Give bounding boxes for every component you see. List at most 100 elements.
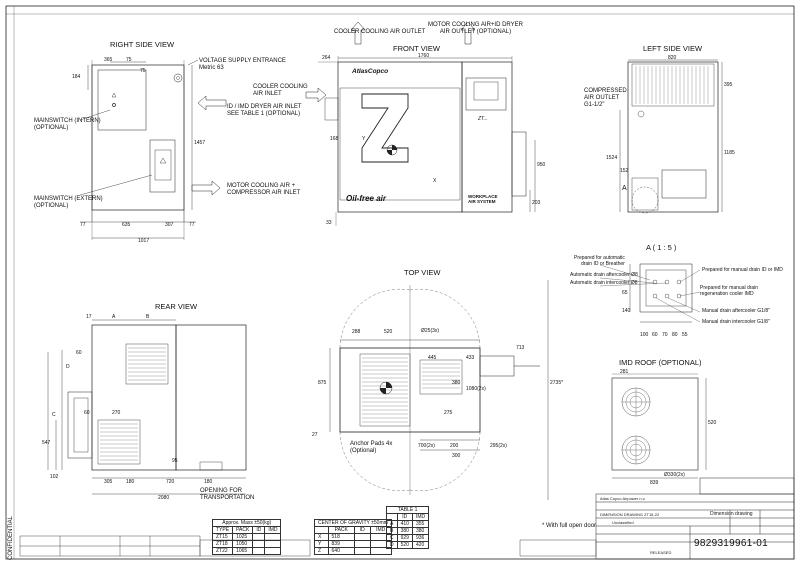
table-header [386,513,398,521]
table-cell: 1050 [232,540,254,548]
atlas-copco-logo: AtlasCopco [352,68,389,75]
table-cell [353,547,371,555]
table-cell [264,547,282,555]
release-status: RELEASED [650,550,672,555]
mass-table: Approx. Mass ±50(kg) TYPE PACK ID IMD ZT… [211,519,282,555]
model-badge: ZT... [478,116,488,122]
revision-strip [19,535,597,557]
cog-table-title: CENTER OF GRAVITY ±50mm [314,519,392,527]
table-cell: C [386,534,398,542]
detail-a-title: A ( 1 : 5 ) [646,243,677,252]
sheet-border [5,5,795,560]
dimension: 80 [672,332,678,338]
table-cell [252,540,266,548]
top-view-title: TOP VIEW [404,268,441,277]
dimension: X [433,178,437,184]
table-header [314,526,329,534]
dimension: 140 [622,308,631,314]
cooler-inlet-label: COOLER COOLING AIR INLET [253,84,308,97]
dimension: 520 [384,329,393,335]
dimension: 102 [50,474,59,480]
right-side-view-drawing [79,59,227,240]
right-side-view-title: RIGHT SIDE VIEW [110,40,175,49]
table-cell: 1065 [232,547,254,555]
table-cell: 518 [327,533,355,541]
dimension: 1457 [194,140,206,146]
dimension: 55 [682,332,688,338]
document-number: 9829319961-01 [694,538,768,549]
dimension: 180 [204,479,213,485]
left-side-view-drawing [619,59,723,214]
company-name: Atlas Copco Airpower n.v. [600,496,646,501]
dimension: 203 [532,200,541,206]
dimension: 275 [444,410,453,416]
table-row: ZT18 1050 [211,540,282,548]
table-cell [369,547,392,555]
dimension: 77 [80,222,86,228]
manual-drain-aftercooler-label: Manual drain aftercooler G1/8" [702,308,770,314]
opening-transport-label: OPENING FOR TRANSPORTATION [200,488,255,501]
document-title: Dimension drawing [710,511,753,517]
classification: Unclassified [612,520,634,525]
dimension: 365 [104,57,113,63]
table-cell: 410 [396,520,413,528]
id-imd-inlet-label: ID / IMD DRYER AIR INLET SEE TABLE 1 (OP… [227,104,302,117]
detail-a-marker: A [622,185,627,192]
dimension: D [66,364,70,370]
imd-roof-title: IMD ROOF (OPTIONAL) [619,358,702,367]
cooler-outlet-label: COOLER COOLING AIR OUTLET [334,29,426,35]
mainswitch-extern-label: MAINSWITCH (EXTERN) (OPTIONAL) [34,196,103,209]
dimension: 281 [620,369,629,375]
table-cell: 839 [327,540,355,548]
dimension: 1080(2x) [466,386,486,392]
dimension: 1185 [724,150,735,156]
dimension: 17 [86,314,92,320]
table-cell: 355 [411,520,430,528]
table-cell: X [314,533,329,541]
full-open-door-note: * With full open door [542,523,597,529]
dimension: 60 [84,410,90,416]
dimension: 305 [104,479,113,485]
dimension: 152 [620,168,629,174]
table-cell: 640 [327,547,355,555]
table-cell: 929 [396,534,413,542]
dimension: 839 [650,480,659,486]
table-cell: D [386,541,398,549]
prep-manual-regen-label: Prepared for manual drain regeneration c… [700,285,759,297]
table-cell: 380 [396,527,413,535]
dimension: 77 [189,222,195,228]
dimension: 60 [76,350,82,356]
motor-inlet-label: MOTOR COOLING AIR + COMPRESSOR AIR INLET [227,183,301,196]
table-row: D 520 420 [386,541,430,549]
table-header: ID [396,513,413,521]
table-cell: 420 [411,541,430,549]
table-cell [264,540,282,548]
table-1: TABLE 1 ID IMD A 410 355 B 380 380 C 929… [385,506,430,549]
dimension: 520 [708,420,717,426]
title-block-frame [595,477,795,560]
dimension: 307 [165,222,174,228]
dimension: 445 [428,355,437,361]
table-cell: ZT15 [211,533,234,541]
dimension: 395 [724,82,733,88]
dimension: 547 [42,440,51,446]
front-view-title: FRONT VIEW [393,44,440,53]
dimension: 1760 [418,53,430,59]
dimension: 184 [72,74,81,80]
workplace-air-system-logo: WORKPLACE AIR SYSTEM [468,194,498,204]
dimension: 70 [662,332,668,338]
dimension: Ø330(2x) [664,472,685,478]
dimension: 288 [352,329,361,335]
table-header: IMD [411,513,430,521]
mass-table-title: Approx. Mass ±50(kg) [211,519,282,527]
center-of-gravity-table: CENTER OF GRAVITY ±50mm PACK ID IMD X 51… [314,519,392,555]
dimension: 100 [640,332,649,338]
table-cell: 1025 [232,533,254,541]
dimension: 2080 [158,495,170,501]
table-row: ZT15 1025 [211,533,282,541]
prep-auto-drain-label: Prepared for automatic drain ID or Breat… [574,255,625,267]
dimension: 1524 [606,155,618,161]
table-cell: Z [314,547,329,555]
table-row: Y 839 [314,540,392,548]
